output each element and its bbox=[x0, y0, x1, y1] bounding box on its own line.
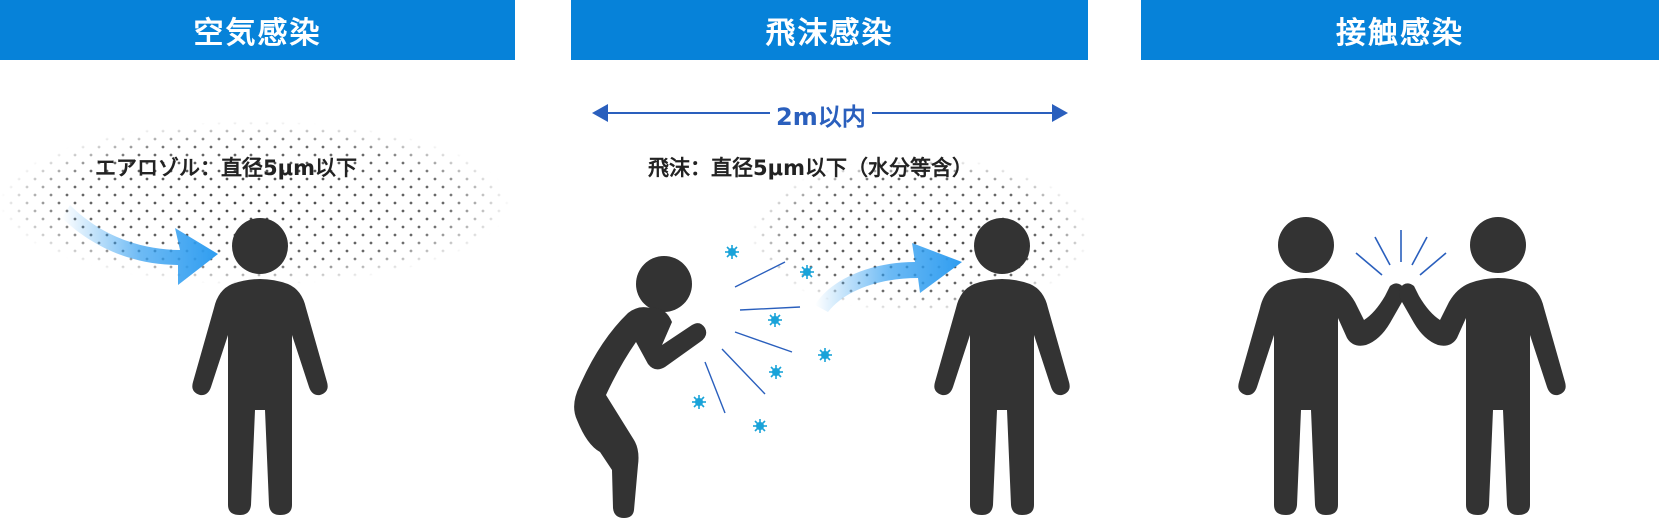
contact-burst-lines bbox=[1355, 230, 1447, 276]
panel-title-airborne: 空気感染 bbox=[0, 0, 515, 60]
aerosol-annotation: エアロゾル：直径5μm以下 bbox=[95, 156, 357, 180]
distance-label: 2m以内 bbox=[770, 97, 872, 132]
standing-person-icon bbox=[192, 218, 328, 515]
standing-person-icon-2 bbox=[934, 218, 1070, 515]
airborne-arrow-icon bbox=[62, 205, 218, 285]
droplet-annotation: 飛沫：直径5μm以下（水分等含） bbox=[648, 156, 973, 180]
coughing-person-icon bbox=[574, 256, 707, 518]
spray-lines bbox=[704, 261, 801, 414]
panel-title-droplet: 飛沫感染 bbox=[571, 0, 1088, 60]
panel-title-contact: 接触感染 bbox=[1141, 0, 1659, 60]
droplet-arrow-icon bbox=[815, 243, 962, 312]
contact-persons-icon bbox=[1238, 217, 1566, 515]
